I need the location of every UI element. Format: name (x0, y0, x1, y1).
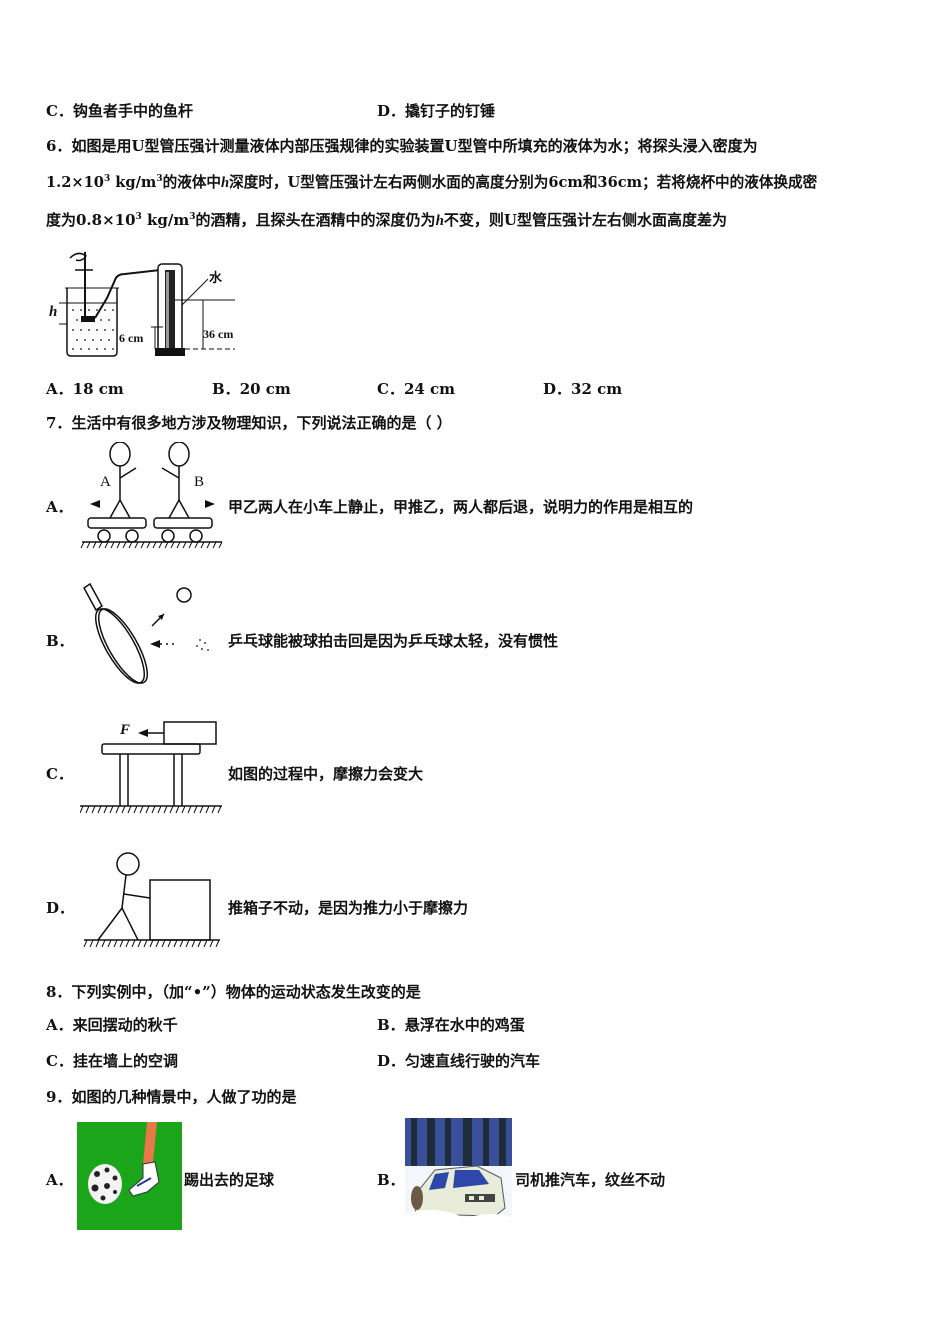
stem-text: 度为0.8×10 (46, 211, 136, 229)
u-tube-manometer-figure: h 水 6 cm 36 cm (45, 248, 245, 360)
stem-text: 下列实例中，（加“•”）物体的运动状态发生改变的是 (71, 983, 421, 1001)
stem-text: 如图是用U型管压强计测量液体内部压强规律的实验装置U型管中所填充的液体为水；将探… (71, 137, 758, 155)
superscript: 3 (189, 212, 196, 222)
kicked-football-image (77, 1122, 182, 1230)
variable-h: h (221, 175, 230, 191)
36cm-label: 36 cm (203, 327, 234, 341)
person-a-label: A (100, 474, 111, 490)
stem-text: 不变，则U型管压强计左右侧水面高度差为 (443, 211, 727, 229)
stem-text: 1.2×10 (46, 174, 104, 191)
option-text: 撬钉子的钉锤 (405, 102, 496, 120)
q7-option-d-label: D． (46, 899, 75, 917)
option-text: 钩鱼者手中的鱼杆 (72, 102, 193, 120)
q6-stem-line2: 1.2×103 kg/m3的液体中h深度时，U型管压强计左右两侧水面的高度分别为… (46, 173, 817, 193)
q6-option-c: C．24 cm (377, 379, 455, 399)
option-text: 匀速直线行驶的汽车 (405, 1052, 541, 1070)
option-label: A． (46, 1016, 73, 1034)
option-text: 来回摆动的秋千 (72, 1016, 178, 1034)
variable-h: h (435, 213, 444, 229)
question-number: 6． (46, 137, 72, 155)
6cm-label: 6 cm (119, 331, 144, 345)
option-label: B． (212, 380, 240, 398)
driver-pushing-car-image (405, 1118, 512, 1232)
q6-option-d: D．32 cm (543, 379, 622, 399)
option-label: C． (377, 380, 404, 398)
q8-option-b: B．悬浮在水中的鸡蛋 (377, 1015, 525, 1035)
q5-option-d: D．撬钉子的钉锤 (377, 101, 495, 121)
q5-option-c: C．钩鱼者手中的鱼杆 (46, 101, 193, 121)
q7-option-c-text: 如图的过程中，摩擦力会变大 (228, 765, 424, 783)
ping-pong-paddle-figure (80, 580, 225, 690)
q9-option-b-text: 司机推汽车，纹丝不动 (515, 1171, 666, 1189)
stem-text: 如图的几种情景中，人做了功的是 (71, 1088, 297, 1106)
option-label: D． (377, 1052, 406, 1070)
q8-option-d: D．匀速直线行驶的汽车 (377, 1051, 540, 1071)
q8-option-c: C．挂在墙上的空调 (46, 1051, 178, 1071)
q7-option-c-label: C． (46, 765, 73, 783)
h-label: h (49, 304, 58, 320)
q6-stem-line3: 度为0.8×103 kg/m3的酒精，且探头在酒精中的深度仍为h不变，则U型管压… (46, 210, 727, 231)
option-text: 32 cm (571, 380, 623, 398)
table-block-figure: F (80, 716, 225, 822)
force-f-label: F (120, 722, 131, 738)
q6-stem-line1: 6．如图是用U型管压强计测量液体内部压强规律的实验装置U型管中所填充的液体为水；… (46, 136, 758, 156)
question-number: 7． (46, 414, 72, 432)
q8-option-a: A．来回摆动的秋千 (46, 1015, 178, 1035)
option-label: A． (46, 380, 73, 398)
stem-text: kg/m (110, 174, 157, 191)
option-text: 挂在墙上的空调 (72, 1052, 178, 1070)
q6-option-b: B．20 cm (212, 379, 291, 399)
option-label: C． (46, 1052, 73, 1070)
stem-text: 生活中有很多地方涉及物理知识，下列说法正确的是（ ） (71, 414, 452, 432)
people-on-carts-figure: A B (80, 442, 225, 554)
q9-option-a-label: A． (46, 1171, 73, 1189)
water-label: 水 (209, 270, 223, 285)
person-pushing-box-figure (80, 850, 225, 956)
option-label: D． (377, 102, 406, 120)
q7-option-b-label: B． (46, 632, 74, 650)
superscript: 3 (103, 174, 111, 184)
q9-stem: 9．如图的几种情景中，人做了功的是 (46, 1087, 296, 1107)
option-label: B． (377, 1016, 405, 1034)
q7-option-a-label: A． (46, 498, 73, 516)
q9-option-b-label: B． (377, 1171, 405, 1189)
person-b-label: B (194, 474, 205, 490)
question-number: 8． (46, 983, 72, 1001)
q7-stem: 7．生活中有很多地方涉及物理知识，下列说法正确的是（ ） (46, 413, 452, 433)
option-text: 24 cm (403, 380, 456, 398)
question-number: 9． (46, 1088, 72, 1106)
q7-option-a-text: 甲乙两人在小车上静止，甲推乙，两人都后退，说明力的作用是相互的 (228, 498, 694, 516)
q8-stem: 8．下列实例中，（加“•”）物体的运动状态发生改变的是 (46, 982, 421, 1002)
option-text: 18 cm (72, 380, 124, 398)
stem-text: 深度时，U型管压强计左右两侧水面的高度分别为6cm和36cm；若将烧杯中的液体换… (229, 174, 818, 191)
stem-text: kg/m (141, 211, 190, 229)
option-label: D． (543, 380, 572, 398)
superscript: 3 (135, 212, 142, 222)
q7-option-d-text: 推箱子不动，是因为推力小于摩擦力 (228, 899, 469, 917)
q9-option-a-text: 踢出去的足球 (184, 1171, 275, 1189)
q7-option-b-text: 乒乓球能被球拍击回是因为乒乓球太轻，没有惯性 (228, 632, 559, 650)
stem-text: 的液体中 (162, 174, 222, 191)
q6-option-a: A．18 cm (46, 379, 124, 399)
superscript: 3 (156, 174, 163, 184)
stem-text: 的酒精，且探头在酒精中的深度仍为 (195, 211, 436, 229)
option-text: 20 cm (239, 380, 291, 398)
option-label: C． (46, 102, 73, 120)
option-text: 悬浮在水中的鸡蛋 (404, 1016, 525, 1034)
